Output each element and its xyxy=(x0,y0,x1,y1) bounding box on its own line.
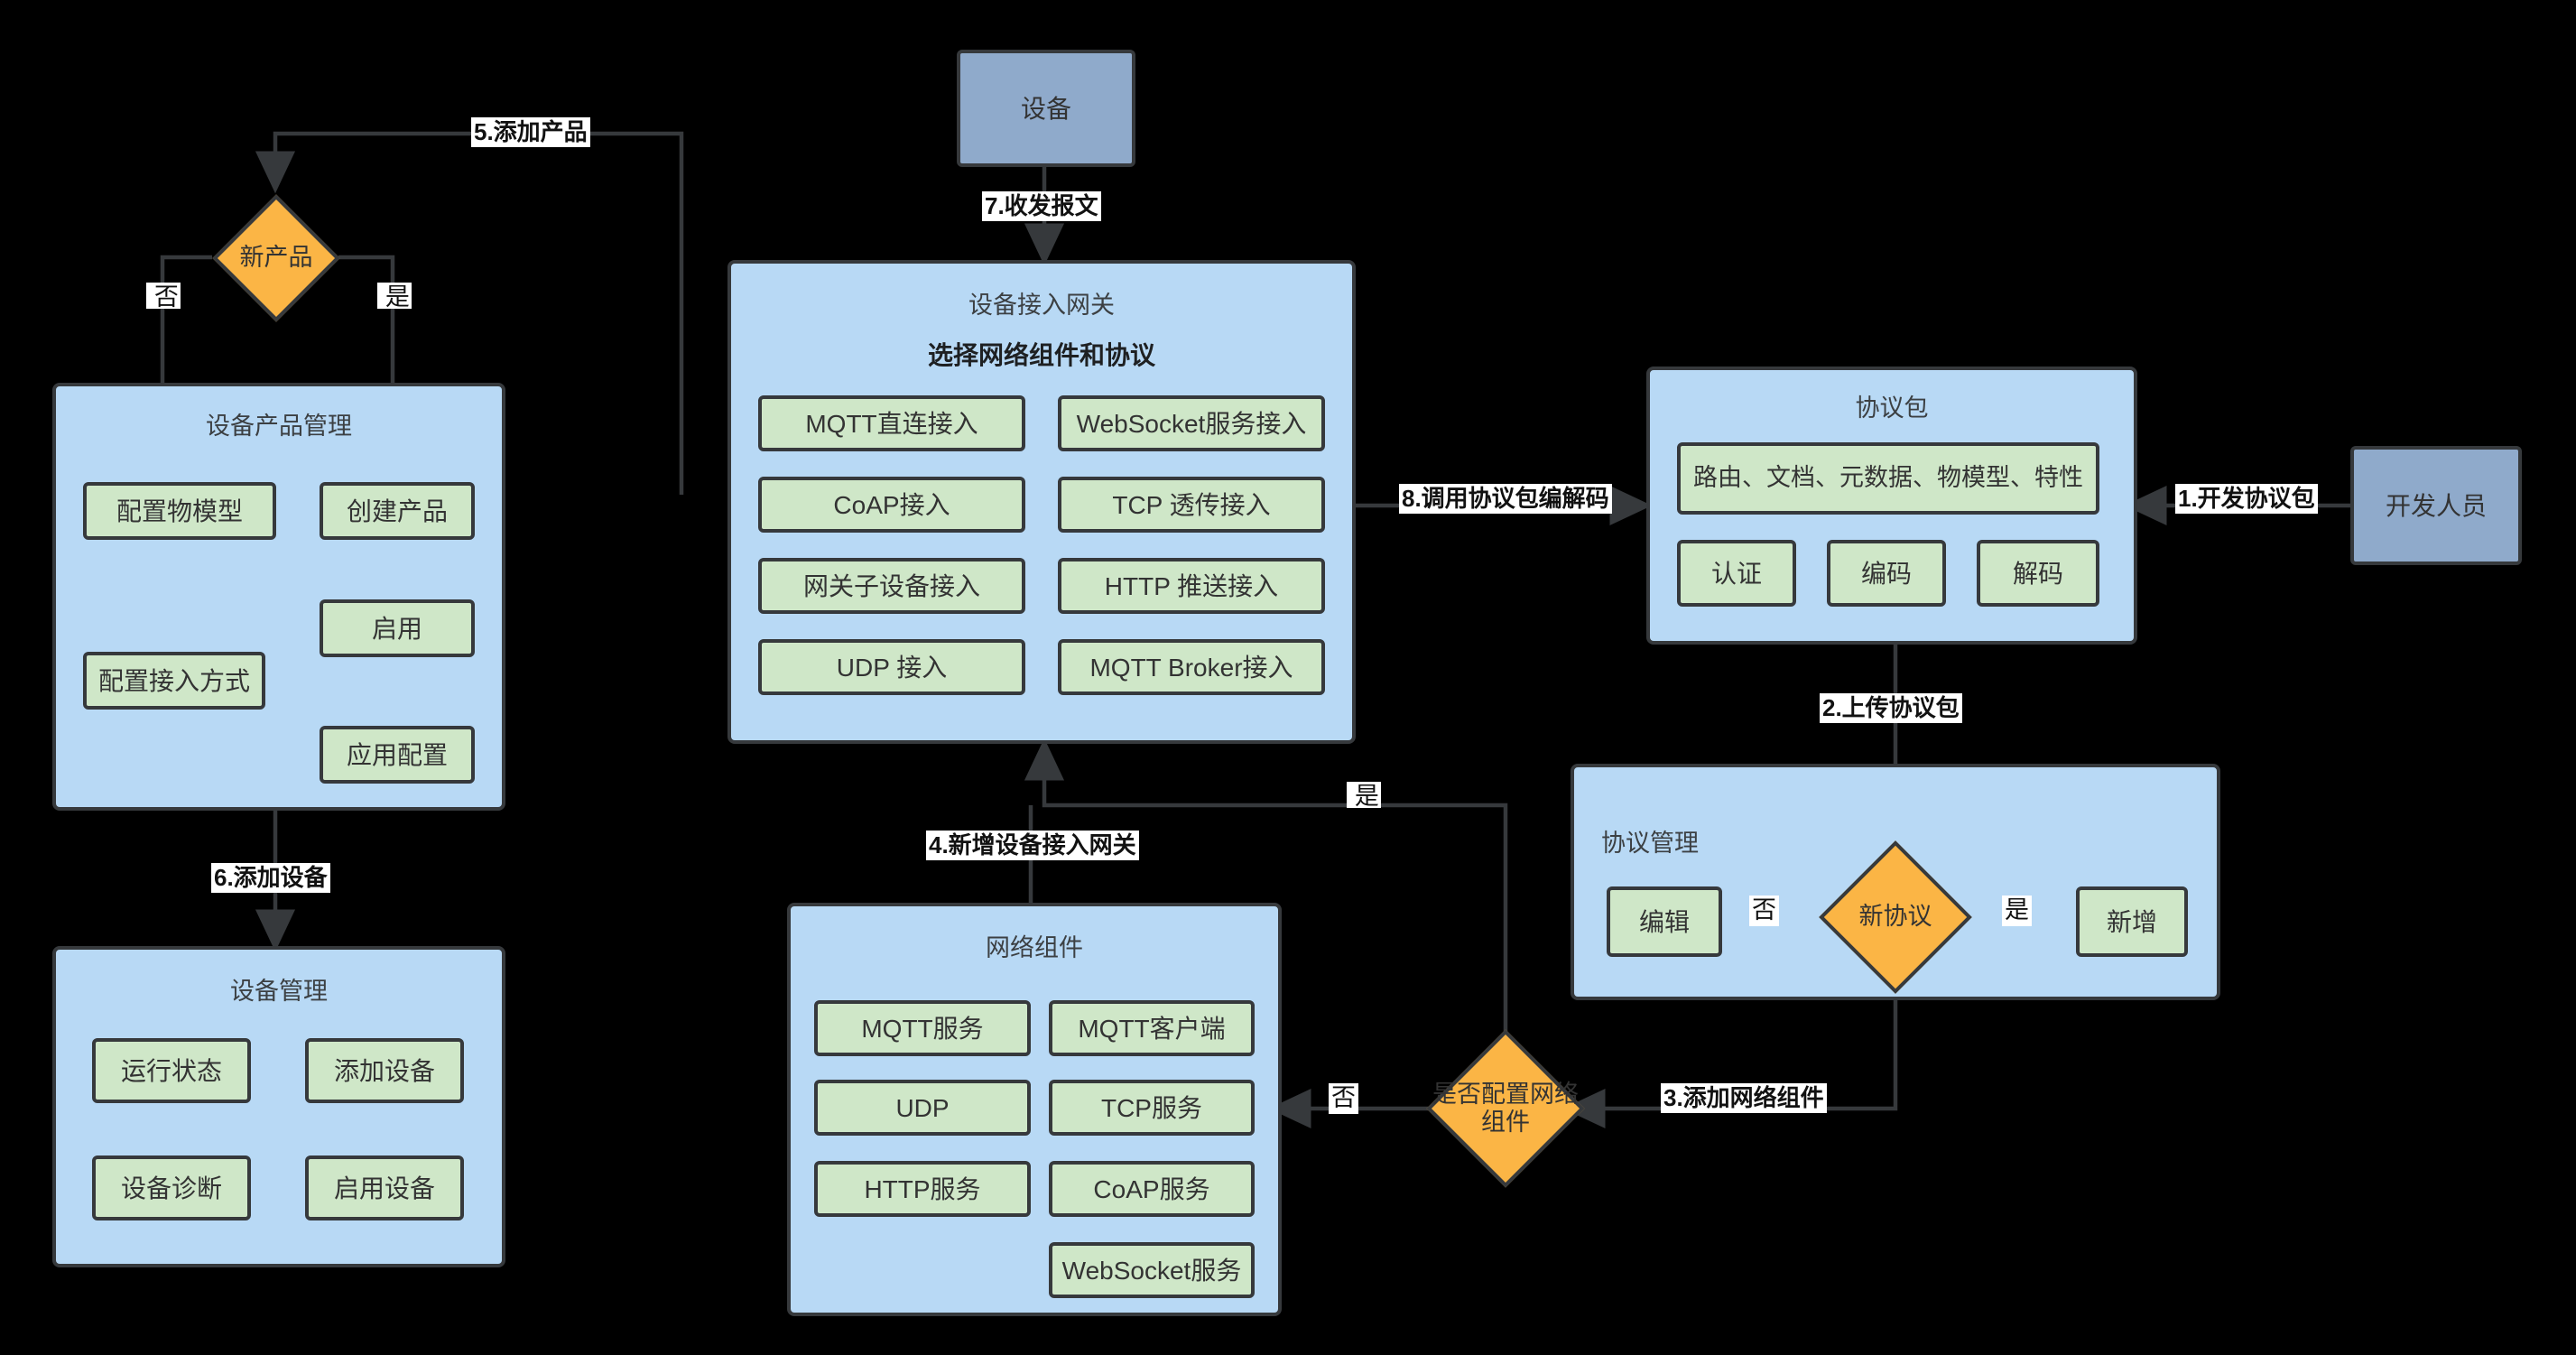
group-network-components: 网络组件 MQTT服务 MQTT客户端 UDP TCP服务 HTTP服务 CoA… xyxy=(787,903,1282,1316)
node-decode[interactable]: 解码 xyxy=(1977,540,2099,607)
node-label: CoAP接入 xyxy=(833,490,950,519)
node-add-device[interactable]: 添加设备 xyxy=(305,1038,464,1103)
node-label: 编码 xyxy=(1860,559,1912,588)
node-label: WebSocket服务 xyxy=(1061,1256,1242,1285)
node-label: HTTP服务 xyxy=(864,1174,981,1203)
node-configure-access-mode[interactable]: 配置接入方式 xyxy=(83,652,265,710)
edge-label-yes-new-protocol: 是 xyxy=(2002,896,2032,926)
node-label: 添加设备 xyxy=(333,1056,435,1085)
decision-new-product[interactable] xyxy=(212,194,340,322)
node-edit-protocol[interactable]: 编辑 xyxy=(1607,886,1722,957)
actor-device[interactable]: 设备 xyxy=(957,50,1135,167)
node-mqtt-service[interactable]: MQTT服务 xyxy=(814,1000,1031,1056)
edge-label-no-new-protocol: 否 xyxy=(1749,896,1779,926)
actor-developer-label: 开发人员 xyxy=(2385,491,2487,520)
node-label: 启用设备 xyxy=(333,1174,435,1202)
edge-label-step2: 2.上传协议包 xyxy=(1820,693,1962,723)
node-websocket-service[interactable]: WebSocket服务 xyxy=(1049,1242,1255,1298)
group-device-access-gateway-subtitle: 选择网络组件和协议 xyxy=(927,341,1155,369)
node-udp-access[interactable]: UDP 接入 xyxy=(758,639,1025,695)
node-label: HTTP 推送接入 xyxy=(1104,571,1279,600)
node-label: UDP xyxy=(895,1093,950,1122)
node-enable[interactable]: 启用 xyxy=(320,599,475,657)
node-mqtt-direct-access[interactable]: MQTT直连接入 xyxy=(758,395,1025,451)
edge-label-step6: 6.添加设备 xyxy=(211,863,330,893)
node-coap-service[interactable]: CoAP服务 xyxy=(1049,1161,1255,1217)
edge-label-step1: 1.开发协议包 xyxy=(2175,484,2318,514)
edge-label-step8: 8.调用协议包编解码 xyxy=(1399,484,1612,514)
group-network-components-title: 网络组件 xyxy=(986,934,1083,961)
group-device-access-gateway: 设备接入网关 选择网络组件和协议 MQTT直连接入 WebSocket服务接入 … xyxy=(727,260,1356,744)
node-encode[interactable]: 编码 xyxy=(1827,540,1946,607)
group-device-product-management: 设备产品管理 配置物模型 创建产品 配置接入方式 启用 应用配置 xyxy=(52,383,505,811)
edge-label-no-new-product: 否 xyxy=(146,283,181,309)
group-device-product-management-title: 设备产品管理 xyxy=(206,413,352,440)
edge-label-yes-new-product: 是 xyxy=(377,283,412,309)
group-device-access-gateway-title: 设备接入网关 xyxy=(968,292,1115,319)
group-device-management-title: 设备管理 xyxy=(230,978,328,1005)
node-label: 编辑 xyxy=(1638,907,1690,936)
node-label: MQTT直连接入 xyxy=(805,409,978,438)
node-tcp-transparent-access[interactable]: TCP 透传接入 xyxy=(1058,477,1325,533)
group-protocol-management-title: 协议管理 xyxy=(1601,830,1699,857)
node-auth[interactable]: 认证 xyxy=(1677,540,1796,607)
node-configure-thing-model[interactable]: 配置物模型 xyxy=(83,482,276,540)
node-enable-device[interactable]: 启用设备 xyxy=(305,1155,464,1220)
node-websocket-service-access[interactable]: WebSocket服务接入 xyxy=(1058,395,1325,451)
node-label: MQTT服务 xyxy=(861,1014,984,1043)
edge-label-step4: 4.新增设备接入网关 xyxy=(926,831,1139,860)
node-label: CoAP服务 xyxy=(1093,1174,1210,1203)
actor-developer[interactable]: 开发人员 xyxy=(2350,446,2522,565)
node-udp[interactable]: UDP xyxy=(814,1080,1031,1136)
node-label: 运行状态 xyxy=(120,1056,222,1085)
node-add-protocol[interactable]: 新增 xyxy=(2076,886,2188,957)
node-label: 创建产品 xyxy=(346,497,448,525)
node-apply-config[interactable]: 应用配置 xyxy=(320,726,475,784)
group-device-management: 设备管理 运行状态 添加设备 设备诊断 启用设备 xyxy=(52,946,505,1267)
node-tcp-service[interactable]: TCP服务 xyxy=(1049,1080,1255,1136)
edge-label-step3: 3.添加网络组件 xyxy=(1661,1083,1827,1113)
edge-label-no-network-component: 否 xyxy=(1329,1083,1358,1114)
node-label: 设备诊断 xyxy=(120,1174,222,1202)
node-label: UDP 接入 xyxy=(836,653,948,682)
node-label: 网关子设备接入 xyxy=(802,571,980,600)
node-label: 启用 xyxy=(371,614,422,643)
edge-label-yes-network-component: 是 xyxy=(1347,782,1381,808)
node-label: 路由、文档、元数据、物模型、特性 xyxy=(1693,464,2083,492)
node-label: 应用配置 xyxy=(346,740,448,769)
node-label: 新增 xyxy=(2106,907,2157,936)
node-coap-access[interactable]: CoAP接入 xyxy=(758,477,1025,533)
node-label: 解码 xyxy=(2012,559,2063,588)
node-label: MQTT Broker接入 xyxy=(1089,653,1293,682)
node-protocol-meta[interactable]: 路由、文档、元数据、物模型、特性 xyxy=(1677,442,2099,515)
node-http-service[interactable]: HTTP服务 xyxy=(814,1161,1031,1217)
node-gateway-subdevice-access[interactable]: 网关子设备接入 xyxy=(758,558,1025,614)
node-label: 认证 xyxy=(1710,559,1762,588)
decision-configure-network-component[interactable] xyxy=(1426,1029,1585,1188)
node-label: WebSocket服务接入 xyxy=(1076,409,1307,438)
node-label: MQTT客户端 xyxy=(1078,1014,1226,1043)
node-create-product[interactable]: 创建产品 xyxy=(320,482,475,540)
edge-label-step5: 5.添加产品 xyxy=(471,117,590,147)
node-mqtt-client[interactable]: MQTT客户端 xyxy=(1049,1000,1255,1056)
node-mqtt-broker-access[interactable]: MQTT Broker接入 xyxy=(1058,639,1325,695)
actor-device-label: 设备 xyxy=(1020,94,1071,123)
node-http-push-access[interactable]: HTTP 推送接入 xyxy=(1058,558,1325,614)
node-label: 配置物模型 xyxy=(116,497,243,525)
group-protocol-package-title: 协议包 xyxy=(1855,394,1929,422)
node-device-diagnosis[interactable]: 设备诊断 xyxy=(92,1155,251,1220)
node-label: TCP 透传接入 xyxy=(1112,490,1271,519)
group-protocol-package: 协议包 路由、文档、元数据、物模型、特性 认证 编码 解码 xyxy=(1646,367,2137,645)
node-label: TCP服务 xyxy=(1100,1093,1202,1122)
node-label: 配置接入方式 xyxy=(97,666,250,695)
node-running-status[interactable]: 运行状态 xyxy=(92,1038,251,1103)
edge-label-step7: 7.收发报文 xyxy=(982,191,1101,221)
